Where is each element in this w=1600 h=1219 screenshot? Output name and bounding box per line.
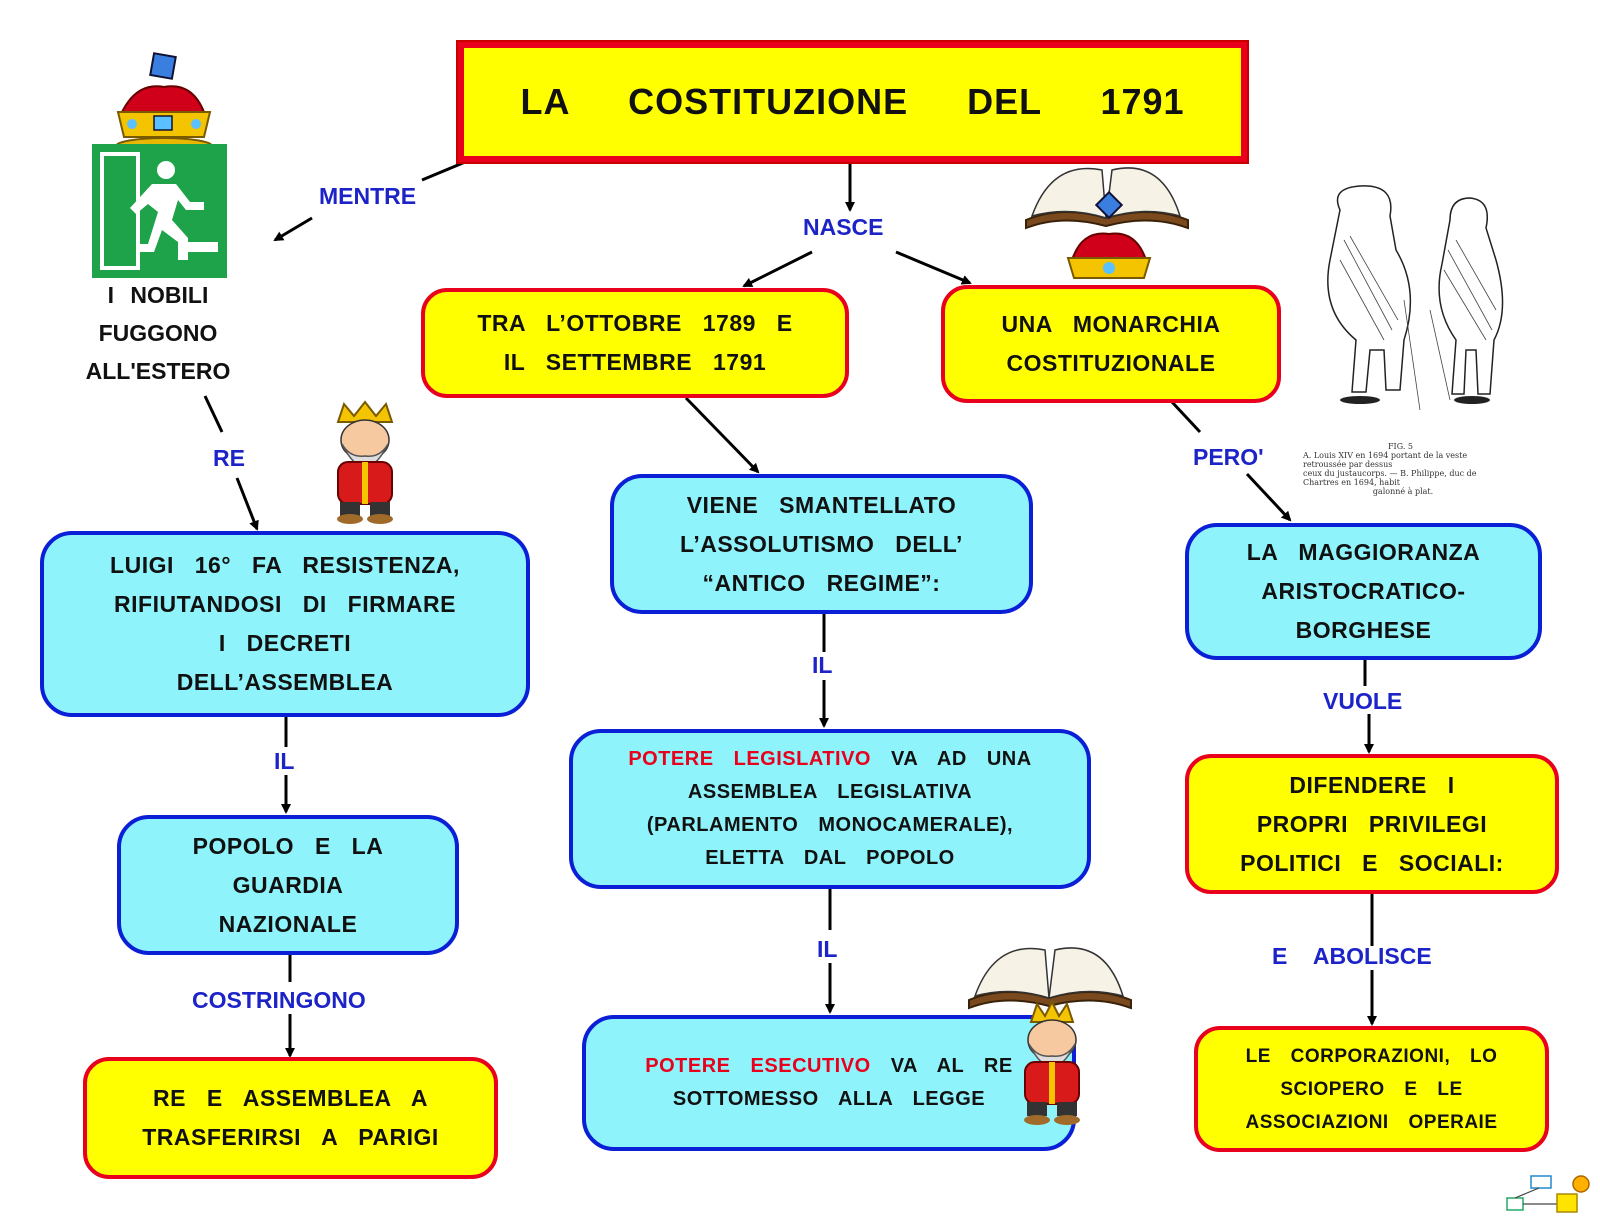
node-text: I DECRETI: [218, 630, 352, 656]
caption-line: FIG. 5: [1388, 442, 1413, 451]
node-nobili: I NOBILI FUGGONO ALL'ESTERO: [68, 276, 248, 390]
connector: [1245, 472, 1292, 522]
caption-line: ceux du justaucorps. — B. Philippe, duc …: [1303, 469, 1477, 487]
main-title-box: LA COSTITUZIONE DEL 1791: [458, 42, 1247, 162]
connector: [742, 250, 813, 288]
node-text: PROPRI PRIVILEGI: [1256, 810, 1488, 837]
node-text: “ANTICO REGIME”:: [702, 569, 941, 596]
node-text: BORGHESE: [1295, 617, 1432, 643]
node-text: ALL'ESTERO: [85, 358, 231, 384]
exit-sign-icon: [92, 52, 227, 278]
connector: [235, 477, 259, 531]
label-il-middle-2: IL: [817, 936, 838, 962]
node-text: IL SETTEMBRE 1791: [503, 349, 767, 375]
node-text: LA MAGGIORANZA: [1246, 539, 1481, 565]
node-text: LE CORPORAZIONI, LO: [1245, 1045, 1498, 1067]
label-re: RE: [213, 445, 245, 471]
node-text: POTERE LEGISLATIVO VA AD UNA: [573, 743, 1087, 776]
node-text: SCIOPERO E LE: [1280, 1078, 1463, 1100]
highlight-text: POTERE LEGISLATIVO: [628, 748, 871, 770]
node-text: GUARDIA: [232, 871, 344, 898]
node-esecutivo: POTERE ESECUTIVO VA AL RE SOTTOMESSO ALL…: [582, 1015, 1076, 1151]
node-text: ASSEMBLEA LEGISLATIVA: [687, 781, 973, 803]
crown-icon: [115, 52, 213, 155]
book-crown-icon: [1025, 167, 1189, 279]
node-text: LUIGI 16° FA RESISTENZA,: [110, 552, 460, 578]
node-text: I NOBILI: [107, 282, 209, 308]
label-costringono: COSTRINGONO: [192, 987, 366, 1013]
highlight-text: POTERE ESECUTIVO: [645, 1055, 871, 1077]
node-text: POLITICI E SOCIALI:: [1240, 849, 1504, 876]
node-text: FUGGONO: [98, 320, 218, 346]
node-text: SOTTOMESSO ALLA LEGGE: [672, 1088, 986, 1110]
connector: [421, 158, 471, 182]
label-pero: PERO': [1193, 444, 1264, 470]
node-corporazioni: LE CORPORAZIONI, LO SCIOPERO E LE ASSOCI…: [1194, 1026, 1549, 1152]
node-text: L’ASSOLUTISMO DELL’: [680, 530, 963, 557]
node-difendere: DIFENDERE I PROPRI PRIVILEGI POLITICI E …: [1185, 754, 1559, 894]
connector: [895, 250, 972, 285]
main-title: LA COSTITUZIONE DEL 1791: [520, 81, 1185, 122]
caption-line: A. Louis XIV en 1694 portant de la veste…: [1303, 451, 1468, 469]
node-text: ASSOCIAZIONI OPERAIE: [1245, 1111, 1498, 1133]
node-text: RIFIUTANDOSI DI FIRMARE: [114, 591, 456, 617]
node-text: DIFENDERE I: [1289, 771, 1455, 798]
caption-line: galonné à plat.: [1372, 487, 1434, 496]
node-maggioranza: LA MAGGIORANZA ARISTOCRATICO- BORGHESE: [1185, 523, 1542, 660]
engraving-caption: FIG. 5 A. Louis XIV en 1694 portant de l…: [1303, 442, 1503, 496]
king-cartoon-icon: [336, 400, 394, 524]
label-il-left: IL: [274, 748, 295, 774]
connector: [1170, 400, 1202, 434]
book-king-cartoon-icon: [968, 947, 1132, 1125]
node-text: COSTITUZIONALE: [1006, 350, 1216, 376]
node-luigi: LUIGI 16° FA RESISTENZA, RIFIUTANDOSI DI…: [40, 531, 530, 717]
node-text: NAZIONALE: [218, 910, 358, 937]
node-text: POPOLO E LA: [192, 832, 384, 859]
node-legislativo: POTERE LEGISLATIVO VA AD UNA ASSEMBLEA L…: [569, 729, 1091, 889]
node-text: TRA L’OTTOBRE 1789 E: [477, 310, 793, 336]
node-assolutismo: VIENE SMANTELLATO L’ASSOLUTISMO DELL’ “A…: [610, 474, 1033, 614]
connector: [203, 395, 224, 433]
node-text: UNA MONARCHIA: [1001, 311, 1221, 337]
node-text-rest: VA AL RE: [890, 1055, 1013, 1077]
node-text: ELETTA DAL POPOLO: [705, 847, 955, 869]
label-e-abolisce: E ABOLISCE: [1272, 943, 1432, 969]
node-text-rest: VA AD UNA: [891, 748, 1032, 770]
node-text: VIENE SMANTELLATO: [686, 491, 957, 518]
label-il-middle-1: IL: [812, 652, 833, 678]
logo-icon: [1506, 1175, 1590, 1213]
engraving-image: [1327, 185, 1504, 411]
node-monarchia: UNA MONARCHIA COSTITUZIONALE: [941, 285, 1281, 403]
node-text: ARISTOCRATICO-: [1261, 578, 1466, 604]
label-nasce: NASCE: [803, 214, 884, 240]
connector: [684, 396, 760, 474]
node-text: DELL’ASSEMBLEA: [176, 669, 394, 695]
node-text: POTERE ESECUTIVO VA AL RE: [586, 1050, 1072, 1083]
node-text: TRASFERIRSI A PARIGI: [142, 1124, 439, 1150]
node-parigi: RE E ASSEMBLEA A TRASFERIRSI A PARIGI: [83, 1057, 498, 1179]
label-mentre: MENTRE: [319, 183, 417, 209]
node-text: RE E ASSEMBLEA A: [153, 1085, 428, 1111]
node-popolo: POPOLO E LA GUARDIA NAZIONALE: [117, 815, 459, 955]
node-periodo: TRA L’OTTOBRE 1789 E IL SETTEMBRE 1791: [421, 288, 849, 398]
connector: [273, 216, 313, 242]
label-vuole: VUOLE: [1323, 688, 1403, 714]
node-text: (PARLAMENTO MONOCAMERALE),: [646, 814, 1014, 836]
